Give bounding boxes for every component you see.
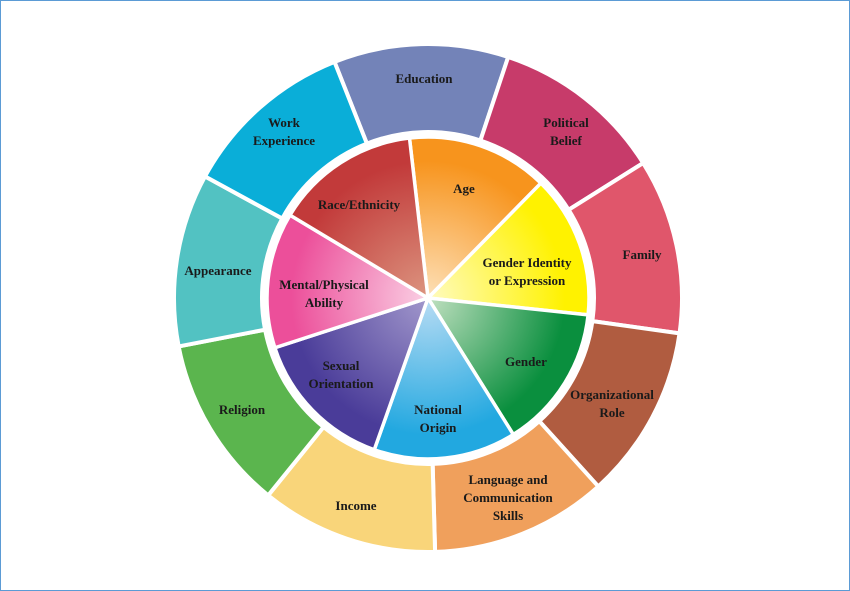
inner-segment-gender (426, 296, 590, 437)
label-gender: Gender (505, 354, 547, 369)
inner-segment-mental-physical-ability (265, 213, 430, 350)
inner-segment-national-origin (372, 296, 516, 461)
label-race-ethnicity: Race/Ethnicity (318, 197, 401, 212)
outer-segment-work-experience (202, 59, 370, 222)
label-appearance: Appearance (184, 263, 251, 278)
inner-segment-gender-identity (426, 181, 591, 317)
label-income: Income (335, 498, 376, 513)
label-age: Age (453, 181, 475, 196)
label-religion: Religion (219, 402, 266, 417)
inner-segment-age (407, 135, 543, 300)
inner-segment-race-ethnicity (288, 136, 430, 300)
label-education: Education (395, 71, 453, 86)
label-family: Family (623, 247, 662, 262)
